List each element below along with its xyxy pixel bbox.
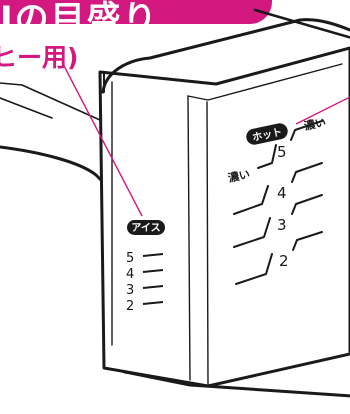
background-shelf-line — [0, 79, 107, 121]
container-panel-edges — [111, 81, 191, 381]
section-heading-banner: Jの目盛り — [0, 0, 272, 24]
background-wall-line — [253, 8, 350, 39]
svg-text:2: 2 — [126, 299, 134, 314]
hot-scale-mark-3-left — [233, 217, 271, 248]
hot-scale-number-3: 3 — [277, 216, 287, 234]
hot-scale-number-5: 5 — [277, 143, 287, 161]
hot-badge: ホット — [246, 123, 288, 145]
section-heading-text: Jの目盛り — [0, 0, 159, 24]
hot-scale-mark-3-right — [291, 194, 323, 215]
hot-scale-number-2: 2 — [279, 252, 289, 270]
container-corner-edge — [206, 101, 209, 385]
ice-scale-mark-5: 5 — [126, 251, 164, 266]
ice-callout-line — [61, 61, 143, 217]
ice-scale: アイス 5 4 3 2 — [126, 220, 165, 314]
svg-text:5: 5 — [126, 251, 134, 266]
hot-scale-number-4: 4 — [277, 184, 287, 202]
hot-scale-mark-2-left — [235, 253, 273, 285]
svg-text:アイス: アイス — [131, 222, 160, 234]
hot-scale-mark-4-right — [291, 162, 323, 183]
hot-scale-mark-5-left — [257, 144, 277, 169]
hot-strong-label-left: 濃い — [227, 167, 251, 185]
container-lid-top — [101, 18, 350, 94]
hot-scale-mark-2-right — [292, 231, 323, 251]
svg-text:4: 4 — [126, 267, 134, 282]
ice-scale-mark-4: 4 — [126, 267, 164, 282]
svg-text:3: 3 — [126, 283, 134, 298]
ice-scale-mark-3: 3 — [126, 283, 164, 298]
hot-scale-mark-4-left — [233, 185, 269, 215]
hot-scale: ホット 濃い 濃い 5 4 3 2 — [227, 115, 327, 285]
hot-scale-mark-5-right — [290, 120, 323, 141]
ice-scale-mark-2: 2 — [126, 299, 164, 314]
background-shelf-line-2 — [0, 97, 53, 119]
ice-badge: アイス — [127, 220, 165, 235]
container-rim-edge — [187, 63, 343, 101]
hot-callout-line — [295, 96, 350, 125]
container-outline — [98, 46, 350, 388]
